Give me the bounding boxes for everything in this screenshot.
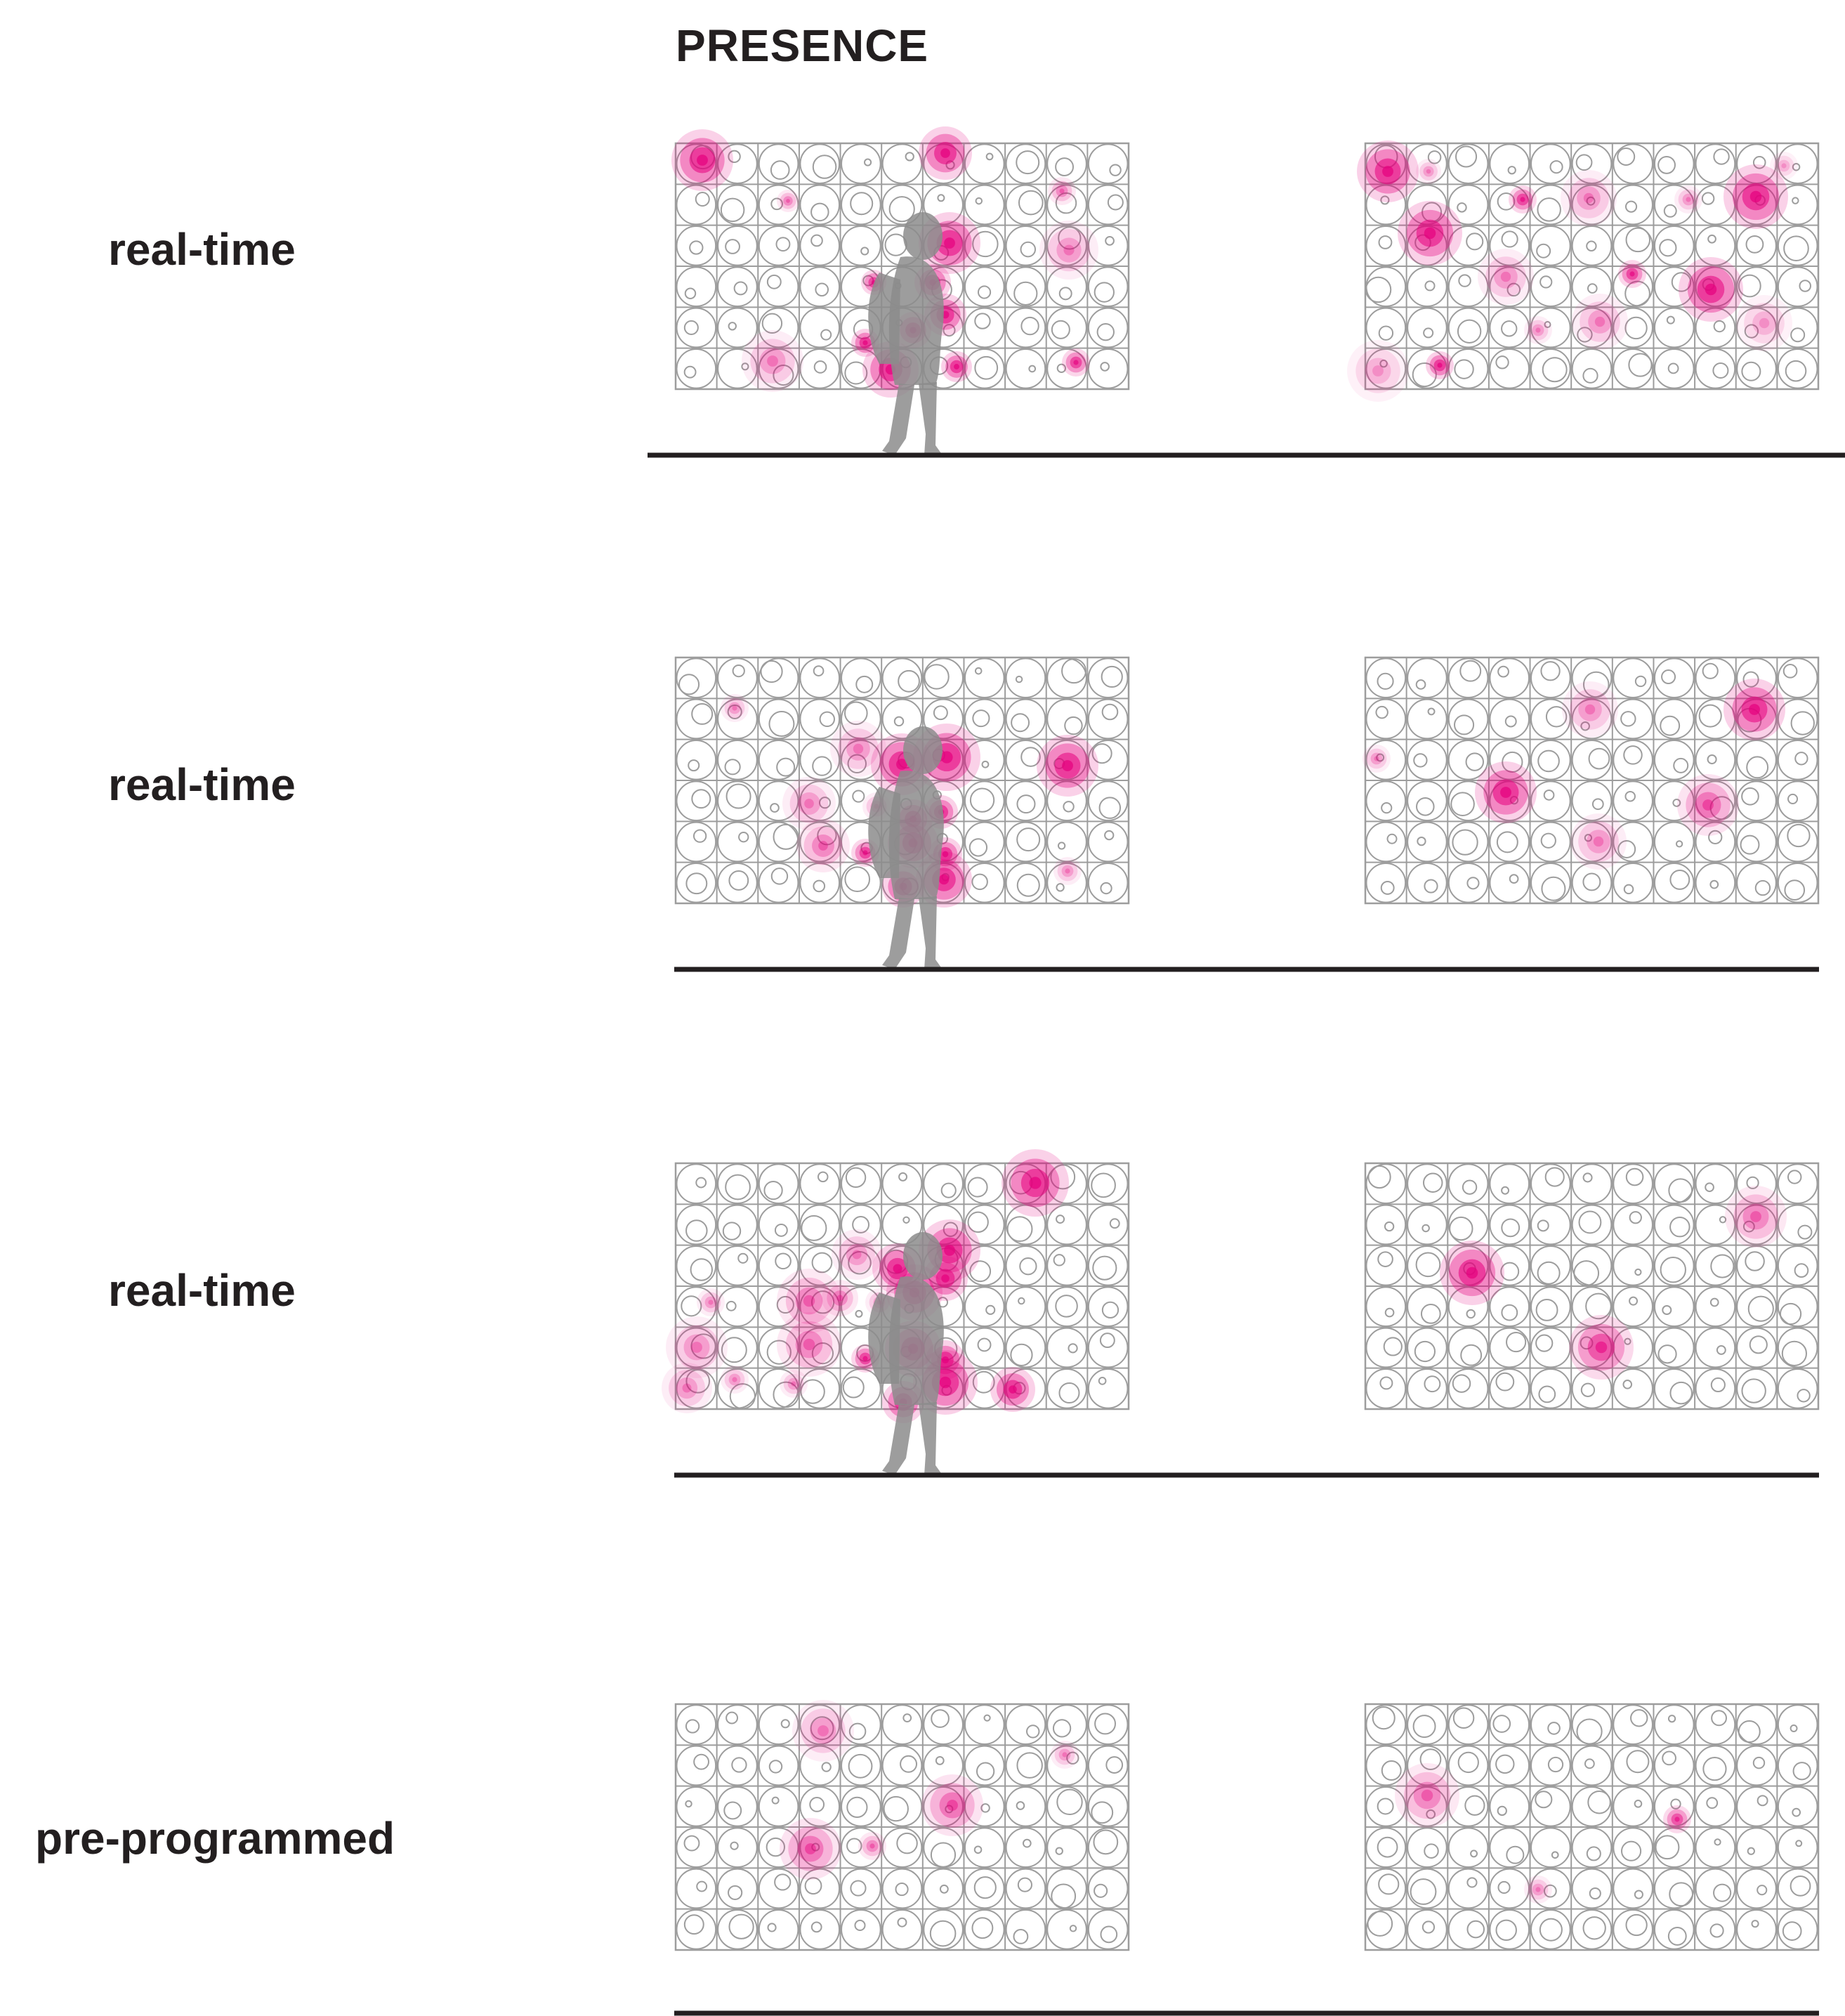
presence-blob: [697, 1288, 725, 1316]
presence-blob: [1723, 164, 1788, 229]
presence-blob: [721, 1366, 749, 1394]
presence-blob: [1570, 813, 1627, 870]
person-silhouette-icon: [868, 1232, 944, 1475]
presence-blob: [858, 1832, 886, 1860]
presence-blob: [1736, 295, 1792, 351]
ground-lines-layer: [648, 452, 1845, 2016]
presence-blob: [1663, 1805, 1691, 1833]
presence-blob: [1770, 152, 1798, 180]
presence-blob: [796, 819, 850, 872]
presence-blob: [1416, 159, 1441, 184]
mesh-panel-r4-right: [1364, 1703, 1820, 1951]
presence-blob: [1572, 294, 1628, 350]
presence-blob: [721, 694, 749, 722]
presence-blob: [777, 1312, 841, 1377]
presence-blob: [1426, 351, 1454, 379]
presence-blob: [780, 1818, 841, 1880]
presence-blob: [1002, 1149, 1069, 1217]
presence-blob: [1062, 348, 1090, 377]
presence-blob: [782, 777, 836, 830]
presence-blob: [1347, 340, 1409, 402]
mesh-panel-r3-right: [1364, 1162, 1820, 1410]
presence-blob: [990, 1367, 1035, 1412]
row-label-3: real-time: [108, 1265, 296, 1316]
presence-blob: [919, 212, 980, 274]
presence-blob: [742, 330, 803, 392]
presence-blob: [830, 721, 886, 777]
presence-blob: [1037, 735, 1098, 797]
presence-blob: [1475, 761, 1537, 823]
presence-blob: [1395, 1763, 1459, 1828]
presence-blob: [1048, 177, 1076, 205]
presence-blob: [1561, 170, 1617, 226]
presence-blob: [666, 1316, 728, 1378]
row-label-1: real-time: [108, 224, 296, 275]
presence-blob: [1053, 857, 1082, 885]
presence-blob: [941, 351, 972, 382]
presence-blob: [662, 1363, 712, 1413]
figures-layer: [868, 212, 944, 1475]
presence-blob: [1509, 185, 1537, 214]
presence-blob: [1677, 774, 1739, 836]
mesh-panel-r2-right: [1364, 656, 1820, 905]
presence-blobs-row-4: [780, 1700, 1691, 1904]
presence-blob: [1569, 1315, 1634, 1380]
presence-blob: [832, 1229, 882, 1280]
presence-blob: [1524, 1876, 1552, 1904]
presence-blob: [921, 1774, 983, 1836]
presence-blob: [777, 190, 799, 212]
mesh-panel-r2-left: [674, 656, 1130, 905]
presence-blob: [1363, 745, 1391, 773]
presence-blob: [1524, 316, 1552, 344]
person-silhouette-icon: [868, 726, 944, 969]
presence-blob: [1440, 1241, 1504, 1305]
presence-blob: [1618, 260, 1646, 288]
presence-blob: [1679, 257, 1743, 322]
presence-blob: [1562, 681, 1618, 738]
mesh-panel-r4-left: [674, 1703, 1130, 1951]
mesh-panel-r1-right: [1364, 142, 1820, 391]
presence-blob: [1674, 185, 1702, 214]
presence-blob: [777, 1269, 841, 1333]
presence-blob: [1478, 249, 1534, 305]
row-label-4: pre-programmed: [35, 1813, 395, 1864]
presence-blobs-layer: [662, 126, 1798, 1904]
presence-blob: [1398, 201, 1462, 266]
panels-layer: [674, 142, 1820, 1951]
presence-blob: [780, 1370, 808, 1398]
presence-blob: [792, 1700, 854, 1762]
presence-blob: [1723, 679, 1785, 740]
row-label-2: real-time: [108, 759, 296, 810]
presence-blob: [1039, 221, 1098, 280]
presence-blob: [1051, 1741, 1079, 1769]
presence-blob: [1725, 1186, 1787, 1248]
presence-blob: [919, 126, 972, 180]
diagram-title: PRESENCE: [676, 20, 929, 71]
presence-blob: [671, 129, 733, 191]
presence-blob: [822, 1280, 858, 1316]
person-silhouette-icon: [868, 212, 944, 455]
presence-blob: [1357, 140, 1419, 202]
